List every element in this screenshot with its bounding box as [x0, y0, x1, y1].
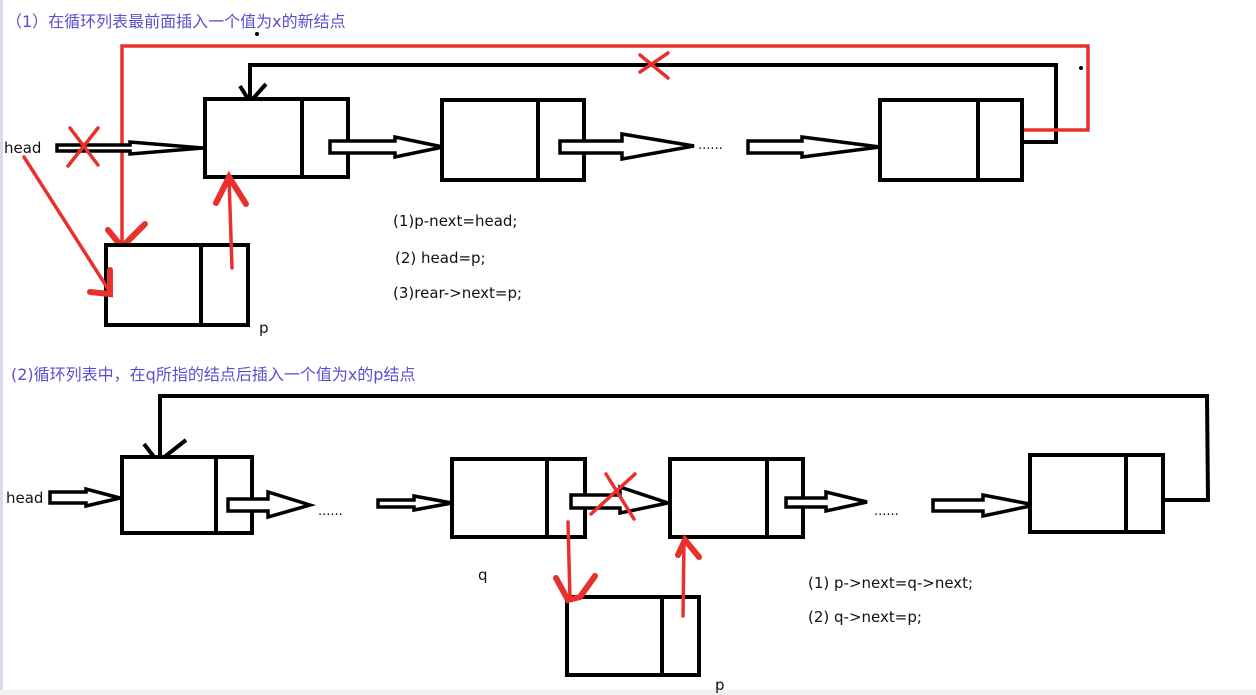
circular-link-line [158, 394, 1211, 502]
section1-step-2: (2) head=p; [395, 249, 486, 267]
section1-step-1: (1)p-next=head; [393, 212, 517, 230]
q-next-to-p-link [566, 520, 572, 602]
q-next-to-p-arrowhead [553, 573, 598, 604]
p-next-arrowhead [213, 170, 249, 207]
head-to-p-link [22, 155, 112, 294]
next-pointer-arrow [226, 489, 317, 520]
new-rear-link-line [120, 44, 1090, 248]
section2-step-2: (2) q->next=p; [808, 608, 922, 626]
next-pointer-arrow [558, 131, 695, 162]
next-pointer-arrow [746, 135, 881, 159]
p-next-to-first-link [227, 176, 234, 270]
head-to-p-arrowhead [87, 267, 113, 298]
next-pointer-arrow [328, 134, 444, 160]
stray-dot [1079, 66, 1083, 70]
head-pointer-arrow [48, 486, 121, 509]
list-node-q [450, 457, 587, 539]
next-pointer-arrow [376, 493, 453, 513]
left-margin-bar [0, 0, 3, 690]
list-node-first [203, 97, 350, 179]
section2-ellipsis-left: ...... [318, 504, 343, 519]
section2-q-label: q [478, 566, 488, 584]
list-node-last [1028, 453, 1165, 534]
section2-step-1: (1) p->next=q->next; [808, 574, 973, 592]
section2-ellipsis-right: ...... [874, 504, 899, 519]
section2-title: (2)循环列表中，在q所指的结点后插入一个值为x的p结点 [11, 365, 415, 384]
new-node-p [565, 595, 701, 677]
cross-out-old-rear-link [638, 51, 670, 80]
section1-title: （1）在循环列表最前面插入一个值为x的新结点 [6, 12, 346, 31]
p-next-to-after-q-link [681, 538, 686, 618]
stray-dot [255, 32, 259, 36]
next-pointer-arrow [784, 489, 868, 514]
p-next-arrowhead [675, 534, 702, 560]
list-node-first [120, 455, 254, 535]
cross-out-head-link [66, 126, 100, 168]
list-node-rear [878, 98, 1024, 182]
list-node-after-q [668, 457, 805, 539]
section2-p-label: p [715, 676, 725, 694]
head-pointer-arrow [55, 140, 204, 156]
new-node-p [104, 243, 250, 327]
section2-head-label: head [6, 489, 43, 507]
next-pointer-arrow [931, 492, 1036, 519]
section1-p-label: p [259, 319, 269, 337]
section1-step-3: (3)rear->next=p; [393, 284, 522, 302]
circular-link-line [248, 63, 1058, 144]
cross-out-old-q-link [589, 472, 637, 521]
section1-head-label: head [4, 139, 41, 157]
section1-ellipsis: ...... [698, 138, 723, 153]
